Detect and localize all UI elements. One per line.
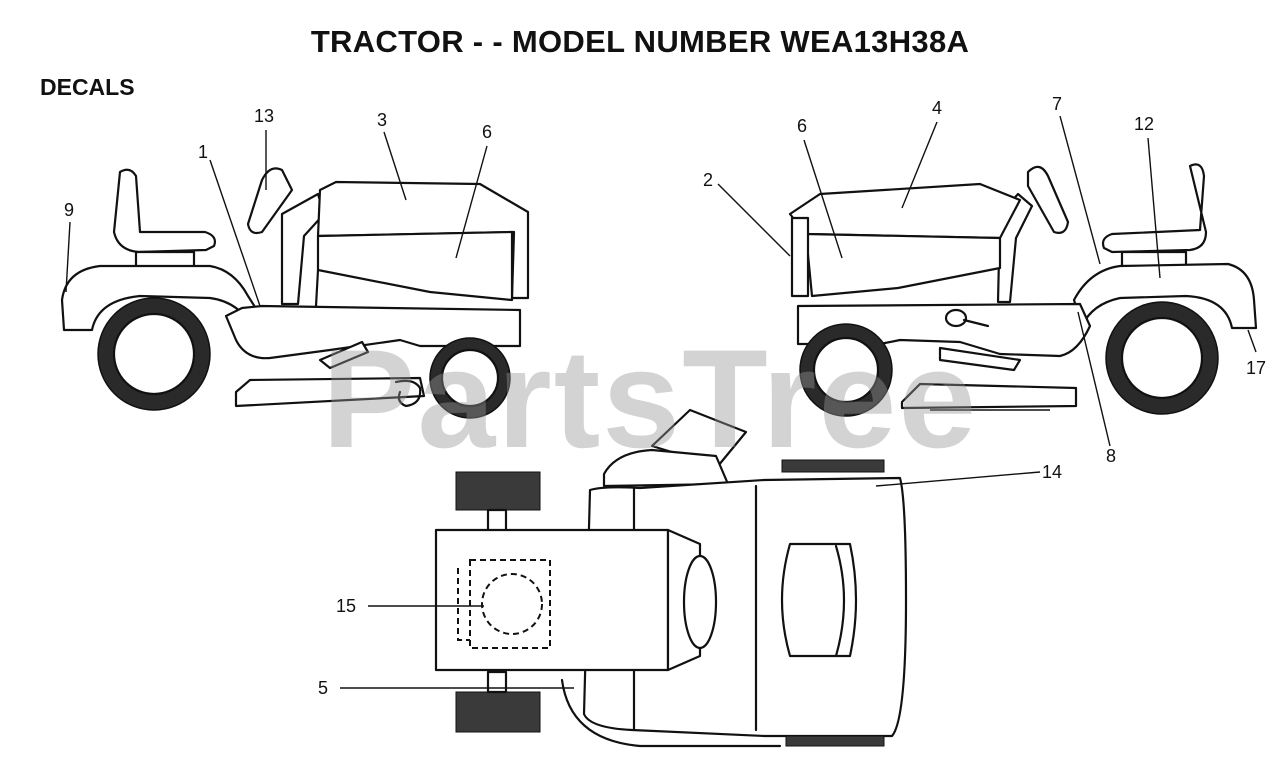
callout-5: 5: [318, 678, 328, 698]
diagram-title: TRACTOR - - MODEL NUMBER WEA13H38A: [310, 24, 970, 59]
callout-6-left: 6: [482, 122, 492, 142]
callout-3: 3: [377, 110, 387, 130]
callout-14: 14: [1042, 462, 1062, 482]
section-heading: DECALS: [40, 74, 135, 100]
callout-8: 8: [1106, 446, 1116, 466]
callout-1: 1: [198, 142, 208, 162]
callout-9: 9: [64, 200, 74, 220]
leader-lines: [65, 115, 1257, 689]
callout-13: 13: [254, 106, 274, 126]
callout-17: 17: [1246, 358, 1266, 378]
tractor-left-view: [60, 167, 530, 419]
callout-labels: 1 13 3 6 9 2 6 4 7 12 17 8 14 15 5: [64, 94, 1266, 698]
callout-15: 15: [336, 596, 356, 616]
callout-6-right: 6: [797, 116, 807, 136]
tractor-right-view: [788, 163, 1258, 417]
callout-7: 7: [1052, 94, 1062, 114]
tractor-top-view: [434, 408, 908, 748]
callout-2: 2: [703, 170, 713, 190]
callout-4: 4: [932, 98, 942, 118]
callout-12: 12: [1134, 114, 1154, 134]
